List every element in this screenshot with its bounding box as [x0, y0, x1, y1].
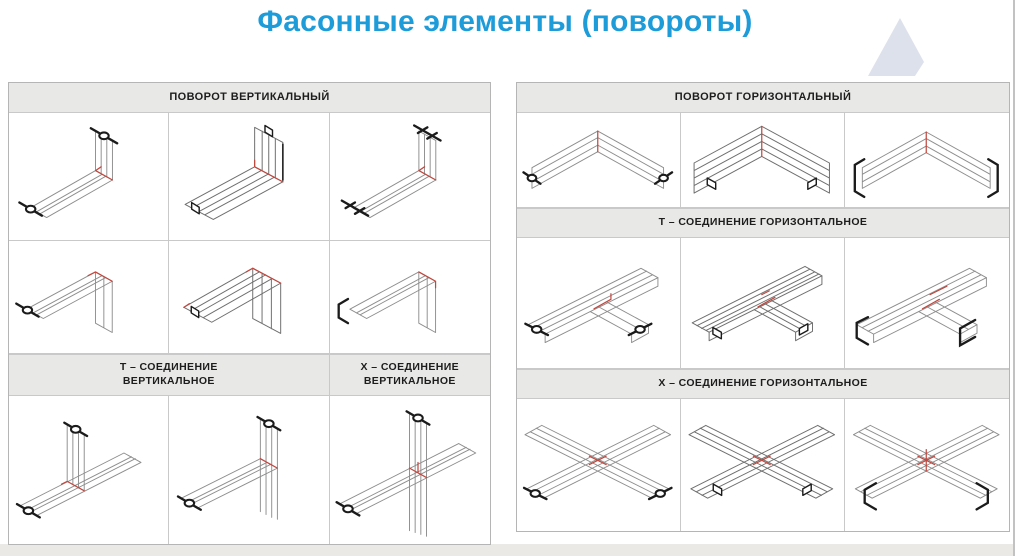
joint-red-lines [95, 166, 114, 181]
figure-cell [681, 399, 845, 531]
figure-cell [681, 238, 845, 369]
lock-connector-marks [712, 483, 813, 497]
vertical-connections-table: ПОВОРОТ ВЕРТИКАЛЬНЫЙ [8, 82, 491, 545]
lock-connector-marks [523, 486, 673, 501]
tee-joint-vertical-drawing-2 [176, 416, 281, 521]
vertical-corner-down-drawing-1 [15, 271, 114, 334]
profile-lines [856, 267, 988, 343]
figure-cell [169, 396, 330, 544]
cross-joint-horizontal-drawing-1 [523, 424, 673, 501]
lock-connector-marks [16, 421, 89, 519]
lock-connector-marks [712, 322, 809, 340]
joint-red-lines [922, 285, 948, 310]
lock-connector-marks [522, 171, 674, 185]
figure-cell [169, 241, 330, 354]
vertical-corner-drawing-2 [184, 124, 284, 220]
lock-connector-marks [863, 482, 990, 511]
profile-lines [524, 424, 672, 499]
profile-lines [29, 130, 114, 218]
profile-lines [691, 265, 823, 342]
triangle-shape [868, 18, 924, 76]
joint-red-lines [917, 448, 936, 472]
joint-red-lines [753, 455, 772, 466]
horizontal-connections-table: ПОВОРОТ ГОРИЗОНТАЛЬНЫЙ [516, 82, 1010, 532]
joint-red-lines [182, 267, 281, 309]
profile-lines [19, 424, 142, 517]
bottom-strip [0, 544, 1013, 556]
figure-cell [517, 238, 681, 369]
header-tee-joint-vertical: Т – СОЕДИНЕНИЕ ВЕРТИКАЛЬНОЕ [9, 354, 330, 396]
figure-cell [169, 113, 330, 241]
joint-red-lines [418, 271, 437, 289]
figure-cell [681, 113, 845, 208]
lock-connector-marks [853, 157, 1000, 198]
tee-joint-horizontal-drawing-1 [524, 267, 659, 343]
lock-connector-marks [337, 298, 350, 325]
figure-cell [9, 241, 170, 354]
vertical-corner-drawing-1 [18, 126, 119, 218]
figure-cell [329, 241, 490, 354]
lock-connector-marks [340, 124, 442, 217]
cross-joint-horizontal-drawing-2 [688, 424, 836, 499]
vertical-corner-down-drawing-3 [337, 271, 437, 334]
header-cross-joint-horizontal: Х – СОЕДИНЕНИЕ ГОРИЗОНТАЛЬНОЕ [517, 369, 1009, 399]
joint-red-lines [259, 458, 278, 470]
figure-cell [329, 113, 490, 241]
vertical-corner-drawing-3 [340, 124, 442, 218]
figure-cell [845, 113, 1009, 208]
joint-red-lines [253, 159, 283, 183]
figure-cell [9, 113, 170, 241]
lock-connector-marks [190, 124, 273, 215]
cross-joint-vertical-drawing [335, 410, 477, 538]
joint-red-lines [589, 455, 608, 466]
horizontal-corner-drawing-2 [693, 125, 831, 194]
lock-connector-marks [15, 302, 40, 319]
cross-joint-horizontal-drawing-3 [853, 424, 1000, 511]
page-title: Фасонные элементы (повороты) [257, 5, 753, 38]
figure-cell [330, 396, 490, 544]
right-edge-line [1013, 0, 1015, 556]
profile-lines [349, 271, 436, 334]
lock-connector-marks [524, 322, 653, 337]
figure-cell [9, 396, 170, 544]
horizontal-corner-drawing-1 [522, 130, 674, 189]
lock-connector-marks [855, 315, 977, 348]
tee-joint-vertical-drawing-1 [16, 421, 142, 519]
triangle-decoration [868, 18, 924, 76]
header-horizontal-corner: ПОВОРОТ ГОРИЗОНТАЛЬНЫЙ [517, 83, 1009, 113]
header-tee-joint-horizontal: Т – СОЕДИНЕНИЕ ГОРИЗОНТАЛЬНОЕ [517, 208, 1009, 238]
lock-connector-marks [18, 126, 119, 217]
lock-connector-marks [335, 410, 431, 518]
profile-lines [338, 413, 477, 538]
header-vertical-corner: ПОВОРОТ ВЕРТИКАЛЬНЫЙ [9, 83, 490, 113]
joint-red-lines [418, 166, 437, 181]
joint-red-lines [408, 462, 427, 479]
tee-joint-horizontal-drawing-3 [855, 267, 988, 348]
lock-connector-marks [706, 177, 818, 190]
lock-connector-marks [190, 306, 199, 319]
lock-connector-marks [176, 416, 281, 512]
figure-cell [845, 238, 1009, 369]
profile-lines [26, 271, 113, 334]
profile-lines [179, 418, 278, 521]
joint-red-lines [87, 271, 114, 283]
horizontal-corner-drawing-3 [853, 131, 1000, 198]
header-cross-joint-vertical: Х – СОЕДИНЕНИЕ ВЕРТИКАЛЬНОЕ [329, 354, 490, 396]
figure-cell [845, 399, 1009, 531]
joint-red-lines [61, 481, 86, 492]
profile-lines [688, 424, 836, 499]
figure-cell [517, 113, 681, 208]
vertical-corner-down-drawing-2 [182, 267, 281, 335]
profile-lines [352, 130, 437, 218]
joint-red-lines [593, 292, 612, 310]
figure-cell [517, 399, 681, 531]
profile-lines [182, 268, 281, 335]
tee-joint-horizontal-drawing-2 [691, 265, 823, 342]
joint-red-lines [757, 290, 776, 308]
